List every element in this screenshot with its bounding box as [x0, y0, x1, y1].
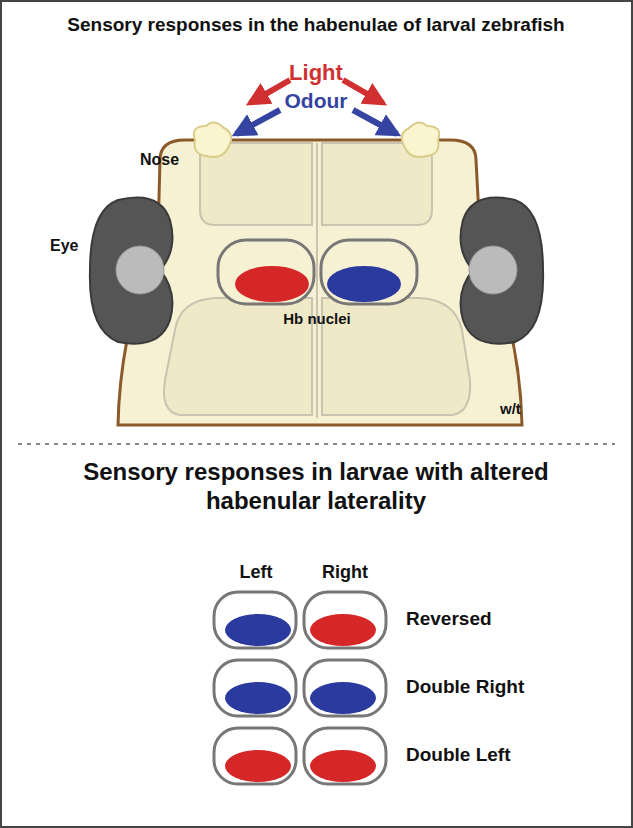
row-label: Double Left: [406, 744, 511, 767]
habenula-outline: [218, 240, 314, 304]
nose: [402, 122, 439, 157]
stimulus-label: Odour: [285, 88, 348, 113]
midline: [316, 143, 318, 418]
red-nucleus: [235, 266, 309, 302]
blue-nucleus: [327, 266, 401, 302]
light-arrow: [343, 80, 383, 103]
head-outline: [118, 140, 522, 425]
section-title: Sensory responses in larvae with altered…: [46, 458, 586, 516]
lens: [469, 246, 517, 294]
eye: [90, 198, 173, 344]
condition-label: w/t: [500, 400, 521, 418]
reversed-pair: [214, 592, 386, 648]
double-right-pair: [214, 660, 386, 716]
nose: [194, 122, 231, 157]
odour-arrow: [236, 110, 280, 134]
part-label: Nose: [140, 150, 179, 169]
divider: [18, 443, 615, 445]
odour-arrow: [353, 110, 397, 134]
main-title: Sensory responses in the habenulae of la…: [67, 14, 564, 37]
side-label: Right: [322, 562, 368, 584]
double-left-pair: [214, 728, 386, 784]
stimulus-label: Light: [289, 60, 343, 86]
part-label: Eye: [50, 236, 78, 255]
part-label: Hb nuclei: [283, 310, 351, 328]
light-arrow: [250, 80, 290, 103]
habenula-outline: [321, 240, 417, 304]
lens: [116, 246, 164, 294]
row-label: Reversed: [406, 608, 492, 631]
row-label: Double Right: [406, 676, 524, 699]
eye: [461, 198, 544, 344]
side-label: Left: [240, 562, 273, 584]
